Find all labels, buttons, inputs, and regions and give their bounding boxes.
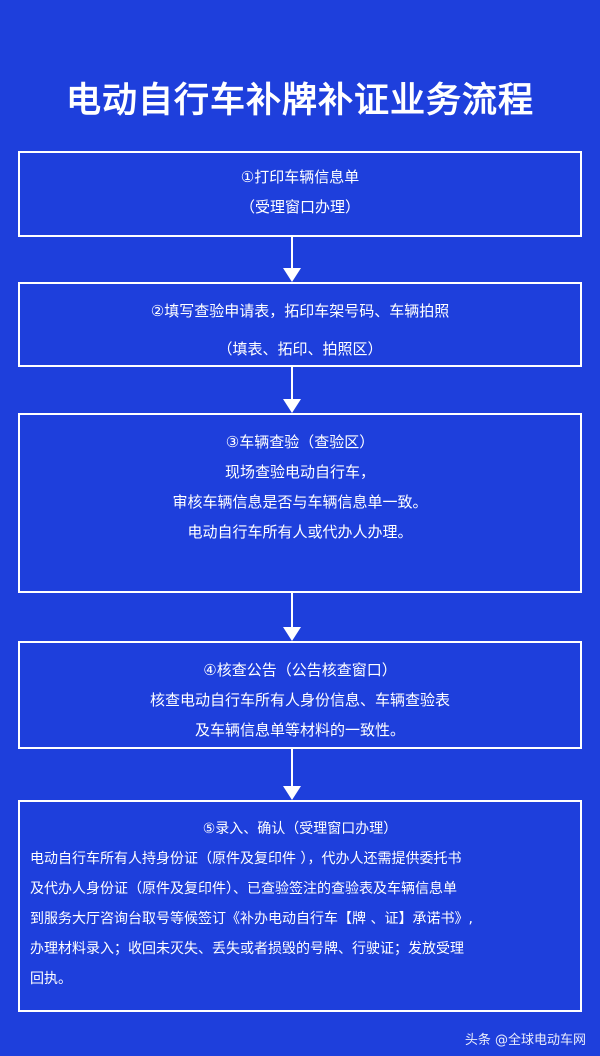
arrow-3-icon [283, 593, 301, 641]
watermark-text: 头条 @全球电动车网 [464, 1033, 586, 1048]
step-3-line-2: 审核车辆信息是否与车辆信息单一致。 [172, 493, 428, 511]
step-5-line-3: 到服务大厅咨询台取号等候签订《补办电动自行车【牌 、证】承诺书》, [30, 911, 473, 927]
step-4-line-2: 及车辆信息单等材料的一致性。 [194, 721, 405, 739]
step-5-box: ⑤录入、确认（受理窗口办理） 电动自行车所有人持身份证（原件及复印件 ），代办人… [18, 800, 582, 1012]
step-5-line-2: 及代办人身份证（原件及复印件）、已查验签注的查验表及车辆信息单 [30, 881, 457, 897]
step-3-title: ③车辆查验（查验区） [225, 433, 375, 451]
arrow-1-icon [283, 237, 301, 282]
step-5-line-4: 办理材料录入；收回未灭失、丢失或者损毁的号牌、行驶证；发放受理 [30, 941, 464, 957]
step-4-title: ④核查公告（公告核查窗口） [203, 661, 397, 679]
page-title: 电动自行车补牌补证业务流程 [65, 81, 534, 121]
step-3-line-3: 电动自行车所有人或代办人办理。 [187, 523, 413, 541]
arrow-4-icon [283, 749, 301, 800]
arrow-2-icon [283, 367, 301, 413]
step-5-line-1: 电动自行车所有人持身份证（原件及复印件 ），代办人还需提供委托书 [30, 851, 462, 867]
step-2-box: ②填写查验申请表，拓印车架号码、车辆拍照 （填表、拓印、拍照区） [18, 282, 582, 367]
step-1-box: ①打印车辆信息单 （受理窗口办理） [18, 151, 582, 237]
step-4-box: ④核查公告（公告核查窗口） 核查电动自行车所有人身份信息、车辆查验表 及车辆信息… [18, 641, 582, 749]
step-3-box: ③车辆查验（查验区） 现场查验电动自行车， 审核车辆信息是否与车辆信息单一致。 … [18, 413, 582, 593]
step-5-line-5: 回执。 [30, 971, 72, 987]
step-3-line-1: 现场查验电动自行车， [224, 463, 375, 481]
step-2-title: ②填写查验申请表，拓印车架号码、车辆拍照 [150, 302, 450, 320]
step-1-location: （受理窗口办理） [239, 198, 360, 216]
step-5-title: ⑤录入、确认（受理窗口办理） [202, 821, 398, 837]
step-2-location: （填表、拓印、拍照区） [217, 340, 383, 358]
step-1-title: ①打印车辆信息单 [240, 168, 360, 186]
step-4-line-1: 核查电动自行车所有人身份信息、车辆查验表 [149, 691, 450, 709]
